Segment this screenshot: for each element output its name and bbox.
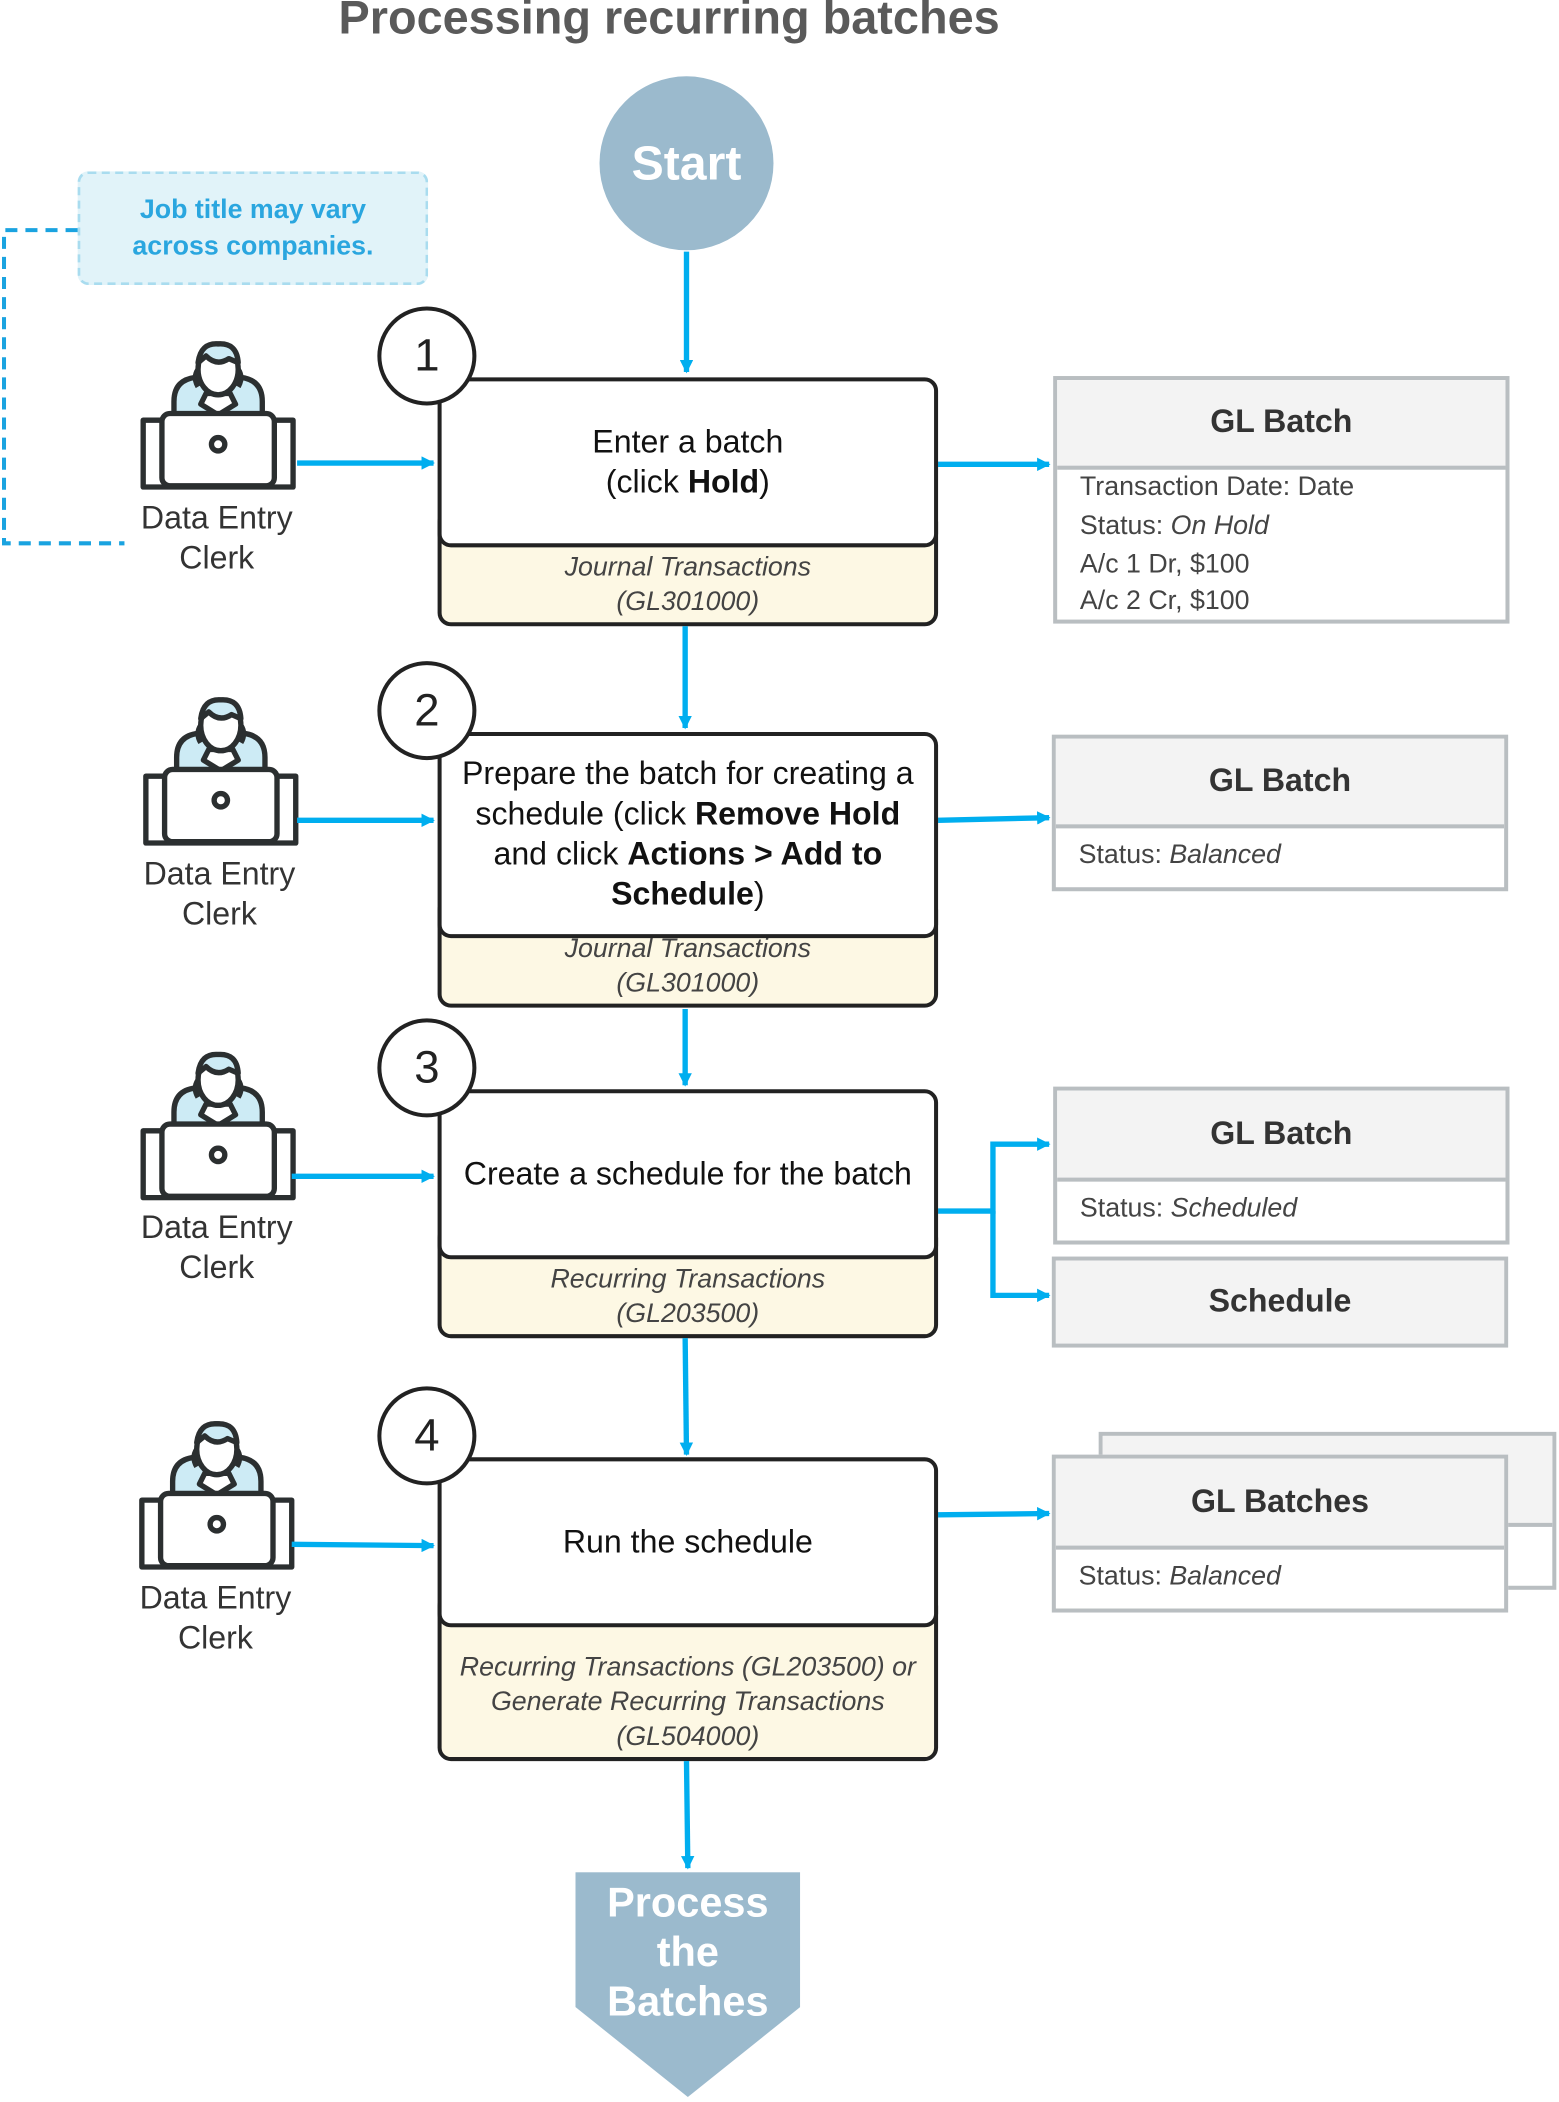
- diagram-title: Processing recurring batches: [338, 0, 1000, 45]
- arrow-step3-step4: [679, 1338, 694, 1456]
- clerk-laptop-icon: [139, 1050, 300, 1207]
- step-number: 2: [377, 661, 477, 761]
- arrow-out4: [938, 1506, 1051, 1521]
- output-title: GL Batch: [1057, 380, 1506, 470]
- step-action-box: Enter a batch(click Hold): [437, 377, 939, 548]
- output-line: Status: On Hold: [1079, 511, 1269, 541]
- start-node: Start: [599, 76, 774, 251]
- arrow-clerk4: [291, 1538, 435, 1553]
- connector-out3: [938, 1137, 1051, 1214]
- gl-batch-output: GL Batch Status: Scheduled: [1053, 1086, 1510, 1245]
- gl-batch-output: GL Batch Transaction Date: Date Status: …: [1053, 376, 1510, 624]
- note-line: Job title may vary: [139, 194, 366, 225]
- gl-batch-output: GL Batch Status: Balanced: [1051, 734, 1509, 892]
- note-line: across companies.: [132, 230, 374, 261]
- arrow-out2: [938, 811, 1051, 825]
- output-line: Status: Scheduled: [1079, 1193, 1298, 1224]
- step-action-box: Create a schedule for the batch: [437, 1089, 939, 1260]
- clerk-laptop-icon: [139, 340, 300, 497]
- output-line: Status: Balanced: [1078, 1561, 1281, 1592]
- output-line: A/c 2 Cr, $100: [1079, 586, 1250, 616]
- connector-out3b: [990, 1211, 1051, 1303]
- schedule-output: Schedule: [1051, 1256, 1509, 1348]
- arrow-step4-end: [680, 1761, 695, 1870]
- step-action-box: Prepare the batch for creating a schedul…: [437, 731, 939, 939]
- output-title: GL Batches: [1055, 1458, 1505, 1550]
- job-title-note: Job title may vary across companies.: [77, 171, 429, 286]
- output-line: A/c 1 Dr, $100: [1079, 550, 1250, 580]
- step-number: 4: [377, 1386, 477, 1486]
- step-number: 3: [377, 1018, 477, 1118]
- gl-batches-output: GL Batches Status: Balanced: [1051, 1454, 1509, 1613]
- clerk-laptop-icon: [142, 696, 303, 853]
- output-line: Transaction Date: Date: [1079, 472, 1355, 502]
- output-title: GL Batch: [1055, 738, 1505, 829]
- output-title: Schedule: [1055, 1260, 1505, 1344]
- step-number: 1: [377, 306, 477, 406]
- output-line: Status: Balanced: [1078, 840, 1281, 870]
- note-dashed-connector: [2, 228, 125, 546]
- clerk-laptop-icon: [138, 1420, 299, 1577]
- step-action-box: Run the schedule: [437, 1457, 939, 1628]
- output-title: GL Batch: [1057, 1090, 1506, 1182]
